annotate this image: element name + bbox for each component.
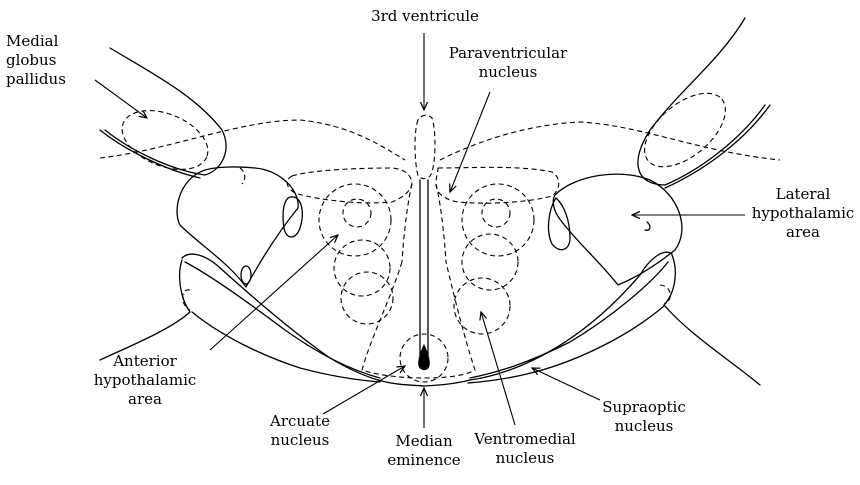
- label-3rd-ventricule: 3rd ventricule: [366, 7, 484, 26]
- label-median-eminence: Median eminence: [380, 432, 468, 470]
- left-globus-pallidus-outline: [114, 99, 217, 181]
- label-supraoptic-nucleus: Supraoptic nucleus: [594, 398, 694, 436]
- left-lateral-area: [177, 167, 302, 287]
- label-lateral-hypothalamic-area: Lateral hypothalamic area: [748, 185, 858, 242]
- third-ventricle: [415, 115, 435, 369]
- label-ventromedial-nucleus: Ventromedial nucleus: [470, 430, 580, 468]
- median-eminence-outline: [378, 380, 470, 386]
- label-anterior-hypothalamic-area: Anterior hypothalamic area: [92, 352, 198, 409]
- label-paraventricular-nucleus: Paraventricular nucleus: [446, 44, 570, 82]
- paraventricular-region: [287, 167, 559, 262]
- left-capsule: [100, 48, 226, 181]
- right-top-boundary: [440, 122, 780, 160]
- right-upper-nucleus: [462, 184, 534, 256]
- label-arcuate-nucleus: Arcuate nucleus: [262, 412, 338, 450]
- right-globus-pallidus-outline: [632, 79, 739, 181]
- left-lower-nucleus: [341, 272, 393, 324]
- right-capsule: [632, 18, 770, 188]
- right-lower-bands: [468, 252, 760, 385]
- left-upper-nucleus: [319, 184, 391, 256]
- left-middle-nucleus: [334, 240, 390, 296]
- left-top-boundary: [100, 120, 405, 160]
- label-medial-globus-pallidus: Medial globus pallidus: [6, 32, 98, 89]
